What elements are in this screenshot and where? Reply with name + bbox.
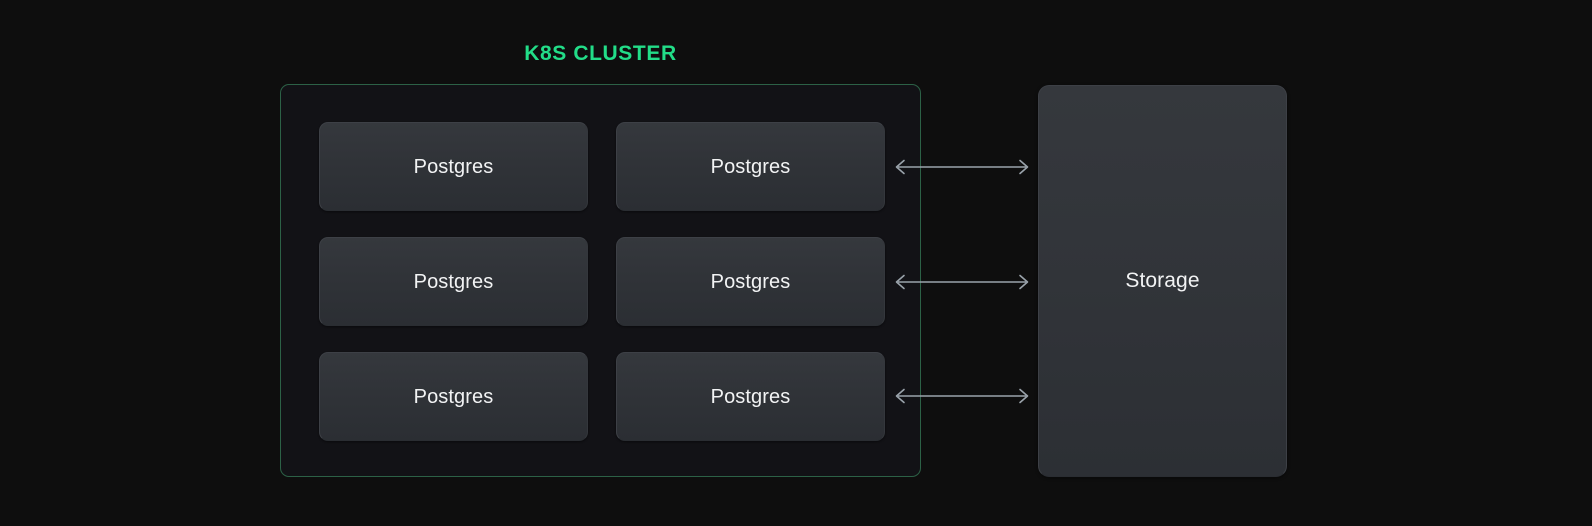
postgres-node[interactable]: Postgres <box>319 237 588 326</box>
postgres-node-label: Postgres <box>413 270 494 293</box>
postgres-node-label: Postgres <box>710 155 791 178</box>
postgres-node[interactable]: Postgres <box>616 352 885 441</box>
storage-label: Storage <box>1125 269 1200 292</box>
postgres-node-label: Postgres <box>710 385 791 408</box>
postgres-node[interactable]: Postgres <box>319 122 588 211</box>
postgres-node-grid: Postgres Postgres Postgres Postgres Post… <box>319 122 885 441</box>
postgres-node-label: Postgres <box>413 155 494 178</box>
postgres-node[interactable]: Postgres <box>616 122 885 211</box>
postgres-node[interactable]: Postgres <box>319 352 588 441</box>
postgres-node[interactable]: Postgres <box>616 237 885 326</box>
postgres-node-label: Postgres <box>710 270 791 293</box>
cluster-title: K8S CLUSTER <box>524 42 677 65</box>
storage-panel[interactable]: Storage <box>1038 85 1287 477</box>
postgres-node-label: Postgres <box>413 385 494 408</box>
